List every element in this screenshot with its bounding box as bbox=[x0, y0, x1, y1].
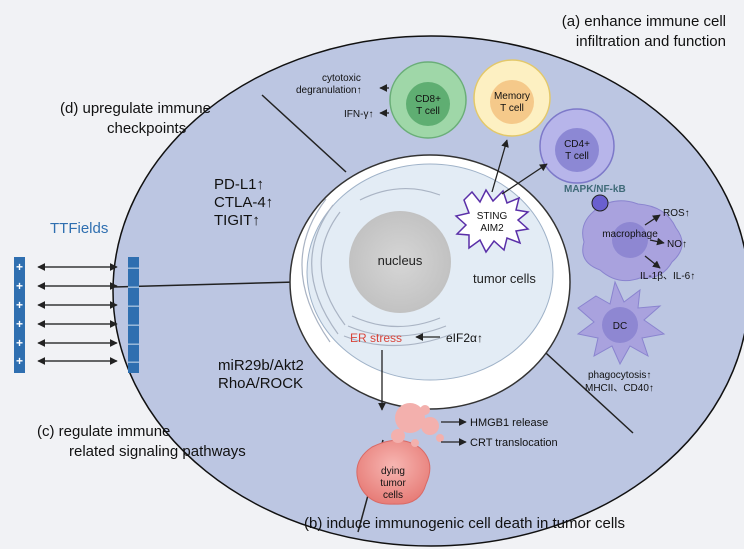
cd8-label-line1: CD8+ bbox=[415, 94, 441, 105]
pathway-arrows bbox=[378, 84, 665, 446]
divider-left bbox=[112, 281, 297, 288]
checkpoint-pdl1: PD-L1↑ bbox=[214, 176, 264, 193]
ros-label: ROS↑ bbox=[663, 208, 690, 219]
mapk-label: MAPK/NF-kB bbox=[564, 184, 626, 195]
no-label: NO↑ bbox=[667, 239, 687, 250]
dying-label-line3: cells bbox=[383, 490, 403, 501]
interleukin-label: IL-1β、IL-6↑ bbox=[640, 271, 695, 282]
endoplasmic-reticulum bbox=[301, 188, 453, 347]
plus-sign: + bbox=[16, 354, 23, 368]
degranulation-line1: cytotoxic bbox=[322, 73, 361, 84]
negative-signs: — — — — — — bbox=[128, 262, 139, 368]
nucleus bbox=[349, 211, 451, 313]
caption-c-line1: (c) regulate immune bbox=[37, 423, 170, 440]
crt-label: CRT translocation bbox=[470, 437, 558, 449]
minus-sign: — bbox=[128, 262, 139, 274]
field-arrows bbox=[37, 263, 118, 365]
positive-electrode bbox=[14, 257, 25, 373]
minus-sign: — bbox=[128, 356, 139, 368]
dying-label-line2: tumor bbox=[380, 478, 406, 489]
eif2a-label: eIF2α↑ bbox=[446, 331, 483, 345]
minus-sign: — bbox=[128, 281, 139, 293]
caption-c-line2: related signaling pathways bbox=[69, 443, 246, 460]
divider-right bbox=[534, 342, 634, 434]
caption-b: (b) induce immunogenic cell death in tum… bbox=[304, 515, 625, 532]
macrophage-label: macrophage bbox=[602, 229, 658, 240]
pathway-mir29b: miR29b/Akt2 bbox=[218, 357, 304, 374]
checkpoint-ctla4: CTLA-4↑ bbox=[214, 194, 273, 211]
negative-electrode bbox=[128, 257, 139, 373]
dc-label: DC bbox=[613, 321, 627, 332]
caption-d-line1: (d) upregulate immune bbox=[60, 100, 211, 117]
degranulation-line2: degranulation↑ bbox=[296, 85, 362, 96]
caption-a-line1: (a) enhance immune cell bbox=[562, 13, 726, 30]
memory-label-line1: Memory bbox=[494, 91, 530, 102]
hmgb1-label: HMGB1 release bbox=[470, 417, 548, 429]
minus-sign: — bbox=[128, 319, 139, 331]
memory-t-cell-nucleus bbox=[490, 80, 534, 124]
sting-label: STING bbox=[477, 211, 508, 222]
minus-sign: — bbox=[128, 300, 139, 312]
divider-top-left bbox=[261, 94, 347, 173]
aim2-label: AIM2 bbox=[480, 223, 504, 234]
macrophage-nucleus bbox=[612, 222, 648, 258]
pathway-rhoa: RhoA/ROCK bbox=[218, 375, 303, 392]
dendritic-cell-nucleus bbox=[602, 307, 638, 343]
plus-sign: + bbox=[16, 336, 23, 350]
nucleus-label: nucleus bbox=[378, 253, 423, 268]
checkpoint-tigit: TIGIT↑ bbox=[214, 212, 260, 229]
cd4-label-line1: CD4+ bbox=[564, 139, 590, 150]
cd8-t-cell-nucleus bbox=[406, 82, 450, 126]
mhcii-label: MHCII、CD40↑ bbox=[585, 383, 654, 394]
cd4-t-cell-nucleus bbox=[555, 128, 599, 172]
dying-label-line1: dying bbox=[381, 466, 405, 477]
tumor-cells-label: tumor cells bbox=[473, 271, 536, 286]
cd8-label-line2: T cell bbox=[416, 106, 440, 117]
plus-sign: + bbox=[16, 298, 23, 312]
plus-sign: + bbox=[16, 279, 23, 293]
caption-d-line2: checkpoints bbox=[107, 120, 186, 137]
memory-label-line2: T cell bbox=[500, 103, 524, 114]
receptor-icon bbox=[591, 194, 609, 212]
cd4-label-line2: T cell bbox=[565, 151, 589, 162]
plus-sign: + bbox=[16, 260, 23, 274]
ttfields-title: TTFields bbox=[50, 220, 108, 237]
phagocytosis-label: phagocytosis↑ bbox=[588, 370, 651, 381]
minus-sign: — bbox=[128, 338, 139, 350]
caption-a-line2: infiltration and function bbox=[576, 33, 726, 50]
plus-sign: + bbox=[16, 317, 23, 331]
ifn-label: IFN-γ↑ bbox=[344, 109, 373, 120]
positive-signs: + + + + + + bbox=[16, 260, 23, 368]
dying-cell-debris bbox=[391, 403, 444, 447]
er-stress-label: ER stress bbox=[350, 331, 402, 345]
